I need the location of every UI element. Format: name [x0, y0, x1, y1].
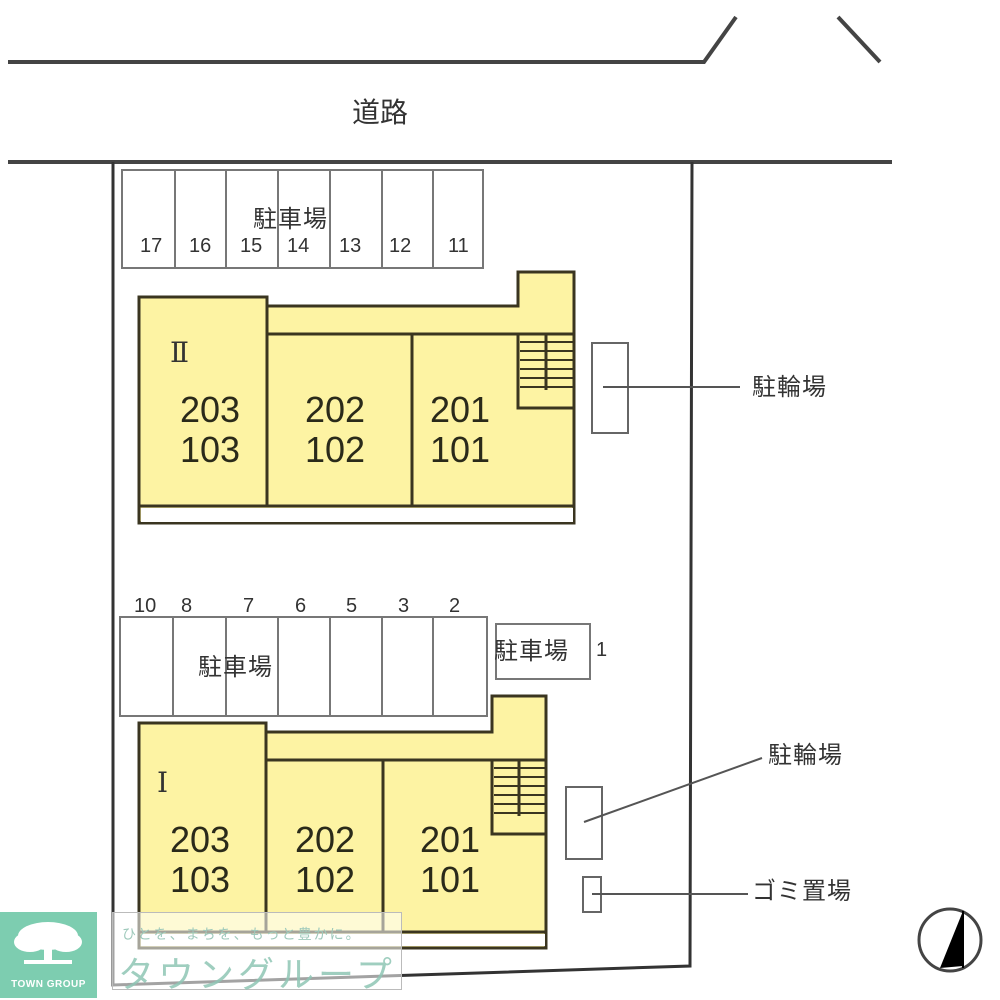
parking-space-10: 10 — [134, 595, 157, 617]
bicycle-parking-1-label: 駐輪場 — [768, 742, 843, 769]
bicycle-parking-1-area — [565, 786, 603, 860]
parking-space-2: 2 — [449, 595, 461, 617]
building-1-id: Ⅰ — [157, 768, 169, 799]
unit-lower: 102 — [304, 429, 366, 471]
parking-south-grid — [119, 616, 488, 717]
town-group-logo: TOWN GROUP — [0, 912, 97, 998]
parking-space-16: 16 — [189, 235, 212, 257]
unit-upper: 201 — [429, 389, 491, 430]
parking-north-grid — [121, 169, 484, 269]
parking-space-17: 17 — [140, 235, 163, 257]
watermark-slogan: ひとを、まちを、もっと豊かに。 — [122, 926, 362, 942]
building-1-unit-201-101: 201 101 — [405, 819, 495, 901]
tree-icon — [14, 922, 82, 964]
parking-space-14: 14 — [287, 235, 310, 257]
building-2-unit-201-101: 201 101 — [415, 389, 505, 471]
watermark-brand: タウングループ — [118, 954, 396, 995]
unit-lower: 102 — [294, 859, 356, 901]
parking-south-label: 駐車場 — [198, 654, 273, 681]
bicycle-parking-2-label: 駐輪場 — [752, 374, 827, 401]
parking-space-5: 5 — [346, 595, 358, 617]
building-2-unit-203-103: 203 103 — [165, 389, 255, 471]
building-2-id: Ⅱ — [170, 338, 190, 369]
parking-single-box — [495, 623, 591, 680]
unit-upper: 201 — [419, 819, 481, 860]
building-1-stairs — [494, 760, 546, 816]
parking-space-8: 8 — [181, 595, 193, 617]
unit-upper: 203 — [179, 389, 241, 430]
road-label: 道路 — [352, 97, 409, 128]
parking-space-6: 6 — [295, 595, 307, 617]
building-1-unit-202-102: 202 102 — [280, 819, 370, 901]
parking-north-label: 駐車場 — [253, 206, 328, 233]
parking-single-label: 駐車場 — [494, 638, 569, 665]
unit-upper: 203 — [169, 819, 231, 860]
parking-space-1: 1 — [596, 639, 608, 661]
garbage-area-label: ゴミ置場 — [752, 878, 852, 905]
unit-lower: 103 — [179, 429, 241, 471]
parking-space-7: 7 — [243, 595, 255, 617]
building-2-stairs — [520, 334, 574, 390]
parking-space-13: 13 — [339, 235, 362, 257]
parking-space-15: 15 — [240, 235, 263, 257]
unit-upper: 202 — [294, 819, 356, 860]
watermark-box — [112, 912, 402, 990]
road-lines — [8, 15, 892, 164]
north-arrow-icon — [917, 907, 983, 973]
logo-text: TOWN GROUP — [11, 979, 86, 990]
parking-space-11: 11 — [448, 235, 469, 257]
unit-lower: 103 — [169, 859, 231, 901]
unit-upper: 202 — [304, 389, 366, 430]
parking-space-3: 3 — [398, 595, 410, 617]
unit-lower: 101 — [429, 429, 491, 471]
building-2-unit-202-102: 202 102 — [290, 389, 380, 471]
building-1-unit-203-103: 203 103 — [155, 819, 245, 901]
parking-space-12: 12 — [389, 235, 412, 257]
unit-lower: 101 — [419, 859, 481, 901]
